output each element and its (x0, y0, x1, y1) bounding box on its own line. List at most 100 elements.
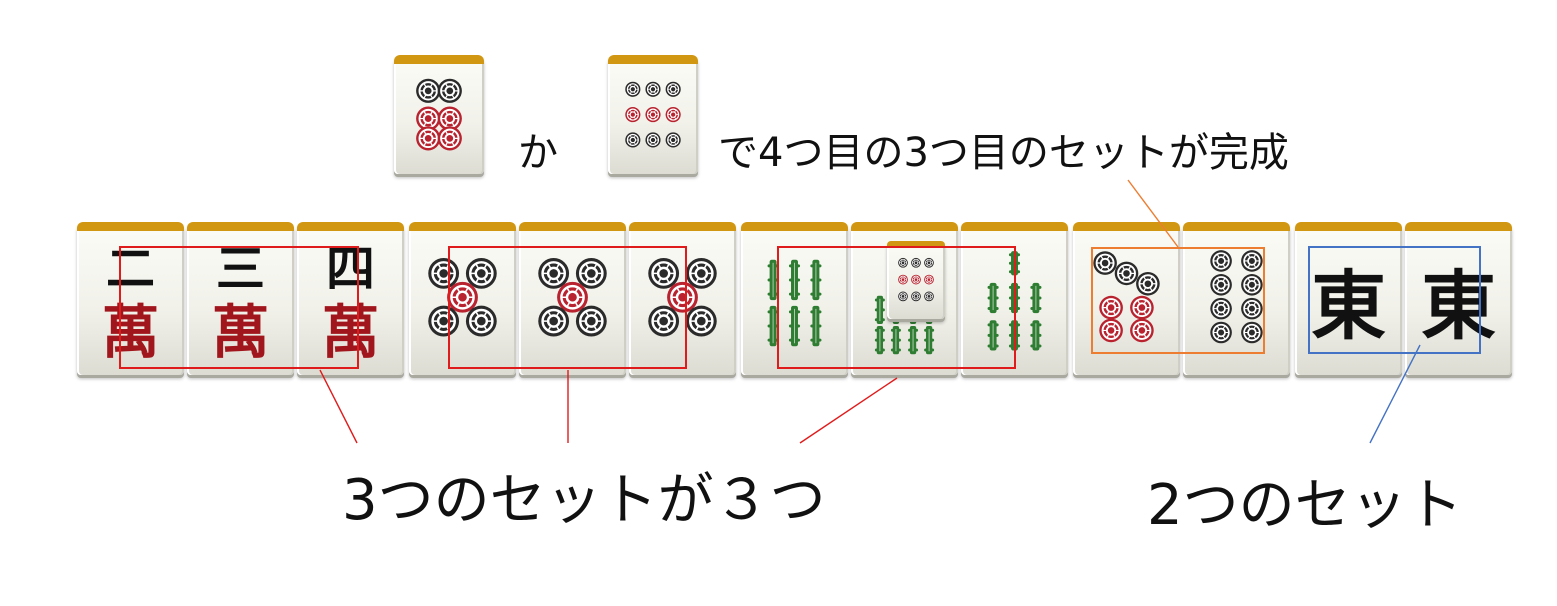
pin-face (538, 257, 607, 337)
pin-circle (685, 257, 717, 289)
bamboo-stick (987, 320, 999, 351)
pin-face (648, 257, 717, 337)
pin-circle (898, 274, 908, 285)
sou-face (767, 259, 822, 347)
honor-face: 東 (1421, 262, 1496, 350)
pin-circle (1210, 274, 1232, 296)
honor-kanji: 東 (1421, 262, 1496, 350)
man-face: 二萬 (102, 240, 160, 366)
pin-circle (416, 78, 441, 103)
bamboo-stick (767, 259, 779, 301)
pin-circle (625, 107, 641, 123)
pin-circle (625, 81, 641, 97)
pin-circle (924, 291, 934, 302)
pin-circle (898, 291, 908, 302)
pin-circle (1210, 297, 1232, 320)
bamboo-stick (874, 295, 885, 325)
bamboo-stick (1030, 320, 1042, 351)
pin-circle (645, 132, 661, 148)
man-kanji: 萬 (212, 298, 270, 366)
honor-face: 東 (1311, 262, 1386, 350)
pin-circle (645, 81, 661, 97)
pin-face (1210, 250, 1263, 344)
pin-face (625, 81, 681, 148)
pin-circle (437, 106, 462, 131)
man-face: 四萬 (322, 240, 380, 366)
man-kanji: 萬 (102, 298, 160, 366)
pin-face (428, 257, 497, 337)
man-kanji: 萬 (322, 298, 380, 366)
bamboo-stick (1030, 282, 1042, 314)
man-numeral: 三 (216, 240, 265, 298)
pin-circle (898, 257, 908, 268)
pin-circle (924, 274, 934, 285)
pin-circle (1241, 274, 1263, 296)
pin-circle (665, 81, 681, 97)
wait-tile-9-pin (608, 55, 698, 174)
pin-circle (428, 305, 460, 337)
three-sets-label: 3つのセットが３つ (342, 468, 826, 533)
pin-circle (1114, 261, 1139, 286)
pin-circle (447, 281, 478, 313)
pin-circle (911, 291, 921, 302)
pin-circle (924, 257, 934, 268)
bamboo-stick (810, 305, 822, 347)
pin-circle (911, 274, 921, 285)
pin-circle (1210, 250, 1232, 272)
completion-label: で4つ目の3つ目のセットが完成 (718, 130, 1289, 176)
man-face: 三萬 (212, 240, 270, 366)
pin-face (416, 78, 462, 151)
wait-tile-6-pin (394, 55, 484, 174)
sou-face (987, 251, 1042, 351)
man-numeral: 二 (106, 240, 155, 298)
wait-pair-box (1091, 247, 1265, 354)
bamboo-stick (987, 282, 999, 314)
pin-circle (575, 257, 607, 289)
bamboo-stick (767, 305, 779, 347)
pin-circle (1241, 321, 1263, 344)
pin-circle (1099, 295, 1123, 320)
leader-line-pair (1369, 344, 1421, 444)
pin-circle (538, 305, 570, 337)
pin-circle (557, 281, 588, 313)
pin-circle (1210, 321, 1232, 344)
pin-circle (665, 107, 681, 123)
pin-circle (1099, 318, 1123, 343)
pin-circle (437, 78, 462, 103)
man-numeral: 四 (326, 240, 375, 298)
pin-circle (1241, 297, 1263, 320)
pin-circle (648, 305, 680, 337)
pin-circle (575, 305, 607, 337)
bamboo-stick (788, 259, 801, 301)
pin-circle (648, 257, 680, 289)
bamboo-stick (874, 326, 885, 355)
pin-circle (625, 132, 641, 148)
pin-set-box (448, 246, 687, 369)
pin-circle (665, 132, 681, 148)
pin-circle (416, 126, 441, 151)
pin-circle (1130, 295, 1154, 320)
pin-circle (465, 305, 497, 337)
pin-circle (1093, 251, 1117, 275)
bamboo-stick (908, 326, 919, 355)
pin-circle (465, 257, 497, 289)
leader-line-man (319, 369, 358, 444)
east-pair-box (1308, 246, 1481, 354)
inset-tile-9-pin (887, 241, 945, 319)
two-set-label: 2つのセット (1147, 473, 1463, 538)
leader-line-sou (799, 377, 898, 444)
pin-circle (437, 126, 462, 151)
pin-circle (685, 305, 717, 337)
bamboo-stick (890, 326, 901, 355)
pin-circle (911, 257, 921, 268)
pin-circle (1136, 271, 1160, 296)
bamboo-stick (924, 326, 935, 355)
bamboo-stick (810, 259, 822, 301)
pin-face (898, 257, 934, 302)
man-set-box (119, 246, 359, 369)
sou-set-box (777, 246, 1016, 369)
pin-circle (538, 257, 570, 289)
leader-line-wait (1127, 179, 1179, 248)
pin-circle (1241, 250, 1263, 272)
